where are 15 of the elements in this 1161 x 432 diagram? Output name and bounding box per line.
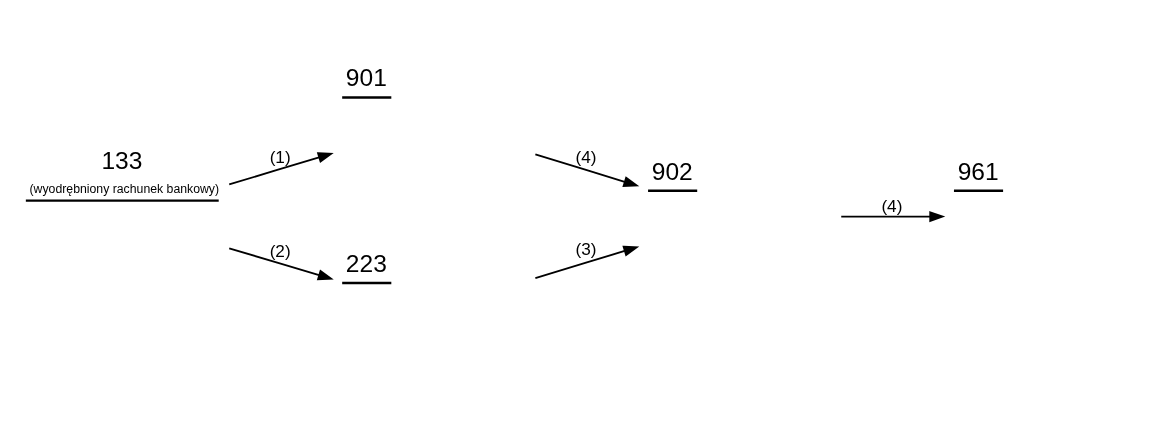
edge-label: (1) <box>269 146 291 167</box>
node-text: 901 <box>345 64 387 92</box>
edge-label: (4) <box>575 146 597 167</box>
arrow <box>840 211 946 223</box>
node-text: 133 (wyodrębniony rachunek bankowy) <box>29 146 220 197</box>
node-text: 961 <box>957 157 999 185</box>
arrow <box>534 245 640 279</box>
edge-label: (2) <box>269 241 291 262</box>
node-text: 902 <box>651 157 693 185</box>
arrow <box>534 153 640 187</box>
arrow <box>228 152 334 186</box>
edge-label: (3) <box>575 238 597 259</box>
edge-label: (4) <box>881 195 903 216</box>
arrow <box>228 247 334 281</box>
node-text: 223 <box>345 249 387 277</box>
